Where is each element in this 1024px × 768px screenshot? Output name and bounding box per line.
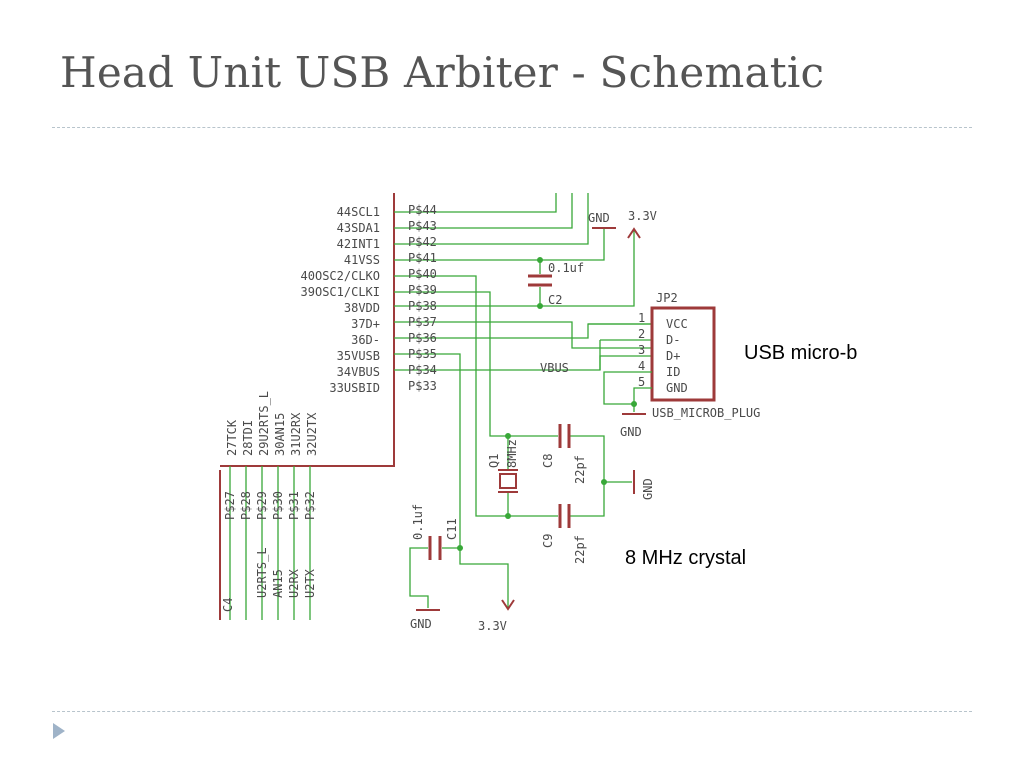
mcu-pad-label: P$33 bbox=[408, 379, 437, 393]
capacitor-c2 bbox=[528, 274, 552, 287]
connector-pin-label: VCC bbox=[666, 317, 688, 331]
mcu-bottom-pad-label: P$30 bbox=[271, 491, 285, 520]
mcu-pin-name: 39OSC1/CLKI bbox=[301, 285, 380, 299]
mcu-pad-label: P$42 bbox=[408, 235, 437, 249]
mcu-bottom-pad-label: P$27 bbox=[223, 491, 237, 520]
c8-ref: C8 bbox=[541, 454, 555, 468]
mcu-pin-name: 35VUSB bbox=[337, 349, 380, 363]
net-3v3-top: 3.3V bbox=[628, 209, 657, 223]
mcu-bottom-net-label: U2RTS_L bbox=[255, 547, 269, 598]
connector-pin-label: D- bbox=[666, 333, 680, 347]
q1-value: 8MHz bbox=[505, 439, 519, 468]
crystal-callout: 8 MHz crystal bbox=[625, 547, 747, 569]
mcu-pad-label: P$43 bbox=[408, 219, 437, 233]
wire-vcc bbox=[599, 339, 652, 370]
wire-p43 bbox=[394, 193, 573, 229]
net-gnd-crystal: GND bbox=[641, 478, 655, 500]
crystal-q1 bbox=[499, 473, 517, 489]
mcu-pin-name: 42INT1 bbox=[337, 237, 380, 251]
connector-pin-label: GND bbox=[666, 381, 688, 395]
mcu-pad-label: P$37 bbox=[408, 315, 437, 329]
mcu-bottom-net-label: U2RX bbox=[287, 568, 301, 598]
mcu-pad-label: P$36 bbox=[408, 331, 437, 345]
wire-p42 bbox=[394, 193, 589, 245]
mcu-pin-name: 43SDA1 bbox=[337, 221, 380, 235]
mcu-bottom-pin-name: 28TDI bbox=[241, 420, 255, 456]
wire-p41-gnd bbox=[394, 228, 605, 261]
mcu-pin-name: 34VBUS bbox=[337, 365, 380, 379]
mcu-bottom-pin-name: 32U2TX bbox=[305, 412, 319, 456]
mcu-bottom-pad-label: P$32 bbox=[303, 491, 317, 520]
mcu-pin-name: 36D- bbox=[351, 333, 380, 347]
capacitor-c11 bbox=[428, 536, 442, 560]
wire-p39-osc1 bbox=[394, 291, 508, 437]
connector-part-name: USB_MICROB_PLUG bbox=[652, 406, 760, 420]
wire-p38-3v3 bbox=[394, 230, 635, 307]
mcu-bottom-pin-name: 27TCK bbox=[225, 419, 239, 456]
net-gnd-c11: GND bbox=[410, 617, 432, 631]
title-divider bbox=[52, 127, 972, 128]
mcu-pad-label: P$34 bbox=[408, 363, 437, 377]
wire-p35-vusb bbox=[394, 353, 509, 608]
mcu-bottom-net-label: AN15 bbox=[271, 569, 285, 598]
mcu-pad-label: P$35 bbox=[408, 347, 437, 361]
mcu-pad-label: P$41 bbox=[408, 251, 437, 265]
wire-c11-gnd bbox=[409, 547, 429, 608]
net-3v3-bottom: 3.3V bbox=[478, 619, 507, 633]
usb-microb-callout: USB micro-b bbox=[744, 342, 858, 364]
wire-p44 bbox=[394, 193, 557, 213]
connector-pin-number: 2 bbox=[638, 327, 645, 341]
mcu-bottom-pad-label: P$31 bbox=[287, 491, 301, 520]
wire-bottom-pins bbox=[229, 466, 311, 620]
connector-pin-number: 5 bbox=[638, 375, 645, 389]
supply-arrow-3v3-bottom bbox=[501, 599, 515, 611]
c2-ref: C2 bbox=[548, 293, 562, 307]
mcu-pin-name: 40OSC2/CLKO bbox=[301, 269, 380, 283]
connector-ref: JP2 bbox=[656, 291, 678, 305]
mcu-bottom-pin-name: 29U2RTS_L bbox=[257, 391, 271, 456]
mcu-pad-label: P$44 bbox=[408, 203, 437, 217]
slide-title: Head Unit USB Arbiter - Schematic bbox=[60, 48, 825, 97]
mcu-pad-label: P$40 bbox=[408, 267, 437, 281]
connector-pin-number: 1 bbox=[638, 311, 645, 325]
supply-arrow-3v3 bbox=[627, 227, 641, 239]
c9-value: 22pf bbox=[573, 535, 587, 564]
wire-d-plus bbox=[394, 321, 652, 349]
footer-divider bbox=[52, 711, 972, 712]
c2-value: 0.1uf bbox=[548, 261, 584, 275]
connector-pin-number: 3 bbox=[638, 343, 645, 357]
capacitor-c8 bbox=[558, 424, 571, 448]
mcu-pin-name: 33USBID bbox=[329, 381, 380, 395]
mcu-bottom-net-label: U2TX bbox=[303, 568, 317, 598]
mcu-pad-label: P$38 bbox=[408, 299, 437, 313]
net-gnd-top: GND bbox=[588, 211, 610, 225]
wire-id-gnd bbox=[603, 371, 652, 412]
connector-pin-label: D+ bbox=[666, 349, 680, 363]
mcu-bottom-pad-label: P$29 bbox=[255, 491, 269, 520]
c11-value: 0.1uf bbox=[411, 504, 425, 540]
mcu-bottom-pin-name: 31U2RX bbox=[289, 412, 303, 456]
usb-connector-jp2 bbox=[650, 306, 716, 402]
net-vbus: VBUS bbox=[540, 361, 569, 375]
connector-pin-label: ID bbox=[666, 365, 680, 379]
mcu-pin-name: 38VDD bbox=[344, 301, 380, 315]
connector-pin-number: 4 bbox=[638, 359, 645, 373]
c4-ref: C4 bbox=[221, 598, 235, 612]
mcu-bottom-pin-name: 30AN15 bbox=[273, 413, 287, 456]
capacitor-c9 bbox=[558, 504, 571, 528]
c8-value: 22pf bbox=[573, 455, 587, 484]
c11-ref: C11 bbox=[445, 518, 459, 540]
mcu-bottom-pad-label: P$28 bbox=[239, 491, 253, 520]
wire-load-caps bbox=[508, 435, 605, 517]
net-gnd-jp2: GND bbox=[620, 425, 642, 439]
c9-ref: C9 bbox=[541, 534, 555, 548]
play-arrow-icon bbox=[53, 723, 65, 739]
mcu-pin-name: 37D+ bbox=[351, 317, 380, 331]
wire-p40-osc2 bbox=[394, 275, 508, 517]
mcu-pin-name: 41VSS bbox=[344, 253, 380, 267]
mcu-pad-label: P$39 bbox=[408, 283, 437, 297]
q1-ref: Q1 bbox=[487, 454, 501, 468]
mcu-pin-name: 44SCL1 bbox=[337, 205, 380, 219]
